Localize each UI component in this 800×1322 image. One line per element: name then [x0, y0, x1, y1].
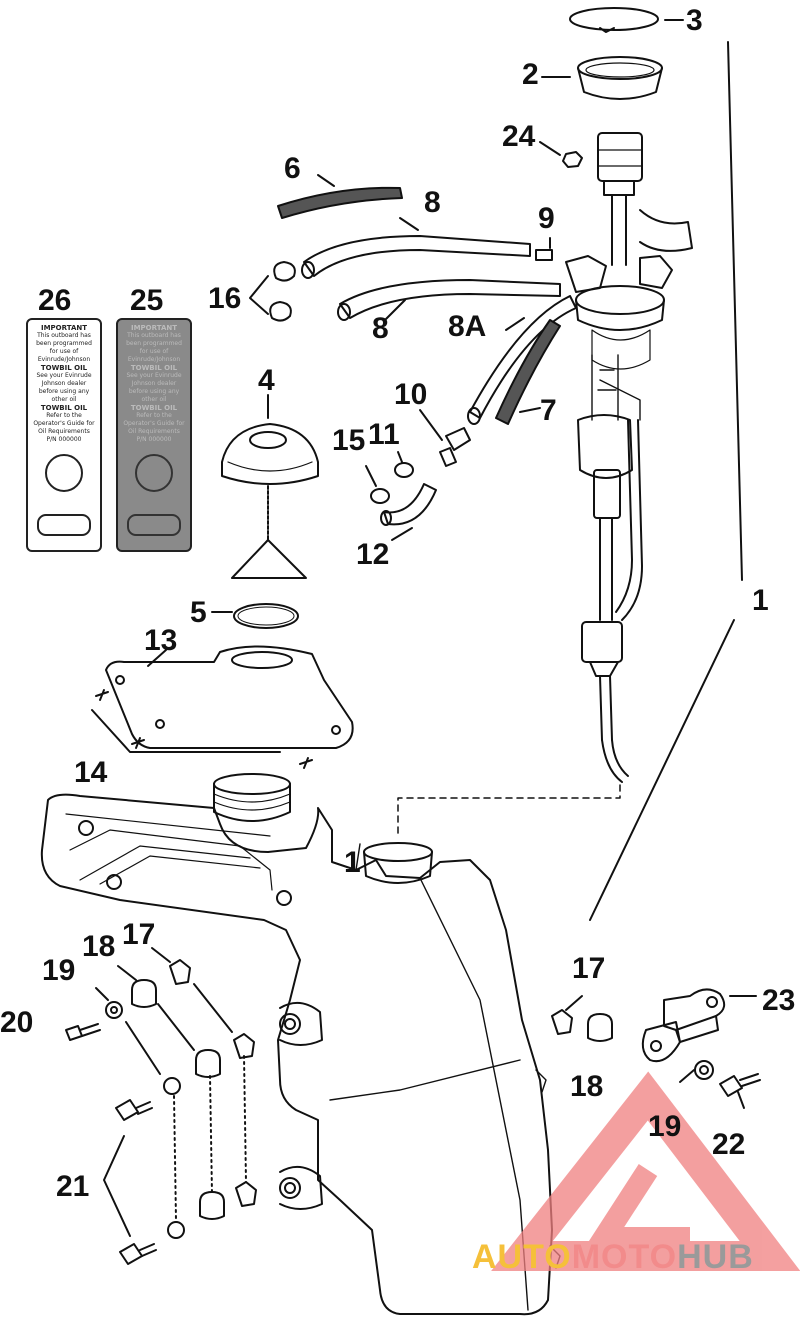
callout-14: 14 — [74, 756, 108, 789]
decal-line: This outboard has — [37, 332, 91, 339]
callout-17-right: 17 — [572, 952, 606, 985]
watermark-hub: HUB — [677, 1238, 754, 1276]
decal-line: Evinrude/Johnson — [127, 356, 181, 363]
callout-8: 8 — [424, 186, 441, 219]
decal-line: See your Evinrude — [36, 372, 92, 379]
decal-line: TOWBIL OIL — [130, 364, 178, 372]
right-mount-hardware — [551, 988, 761, 1109]
decal-line: before using any — [38, 388, 90, 395]
oil-tank-part — [40, 773, 561, 1316]
callout-1-tank: 1 — [344, 846, 361, 879]
decal-line: IMPORTANT — [40, 324, 87, 332]
callout-9: 9 — [538, 202, 555, 235]
alignment-dashed-line — [397, 784, 621, 839]
callout-16: 16 — [208, 282, 242, 315]
callout-19-right: 19 — [648, 1110, 682, 1143]
decal-line: other oil — [141, 396, 167, 403]
callout-19-left: 19 — [42, 954, 76, 987]
decal-line: Refer to the — [46, 412, 82, 419]
decal-line: This outboard has — [127, 332, 181, 339]
left-mount-hardware — [65, 947, 257, 1265]
callout-7: 7 — [540, 394, 557, 427]
watermark-moto: MOTO — [571, 1238, 678, 1276]
fuel-pump-assembly — [565, 132, 693, 783]
decal-line: Evinrude/Johnson — [37, 356, 91, 363]
hose-clamp-part — [249, 261, 296, 322]
callout-4: 4 — [258, 364, 275, 397]
callout-8a: 8A — [448, 310, 487, 343]
decal-line: TOWBIL OIL — [40, 364, 88, 372]
clamp-11-part — [394, 451, 414, 478]
decal-line: P/N 000000 — [46, 436, 82, 443]
callout-18-right: 18 — [570, 1070, 604, 1103]
decal-line: Johnson dealer — [41, 380, 87, 387]
callout-13: 13 — [144, 624, 178, 657]
oil-warning-decal-gray: IMPORTANT This outboard has been program… — [116, 318, 192, 552]
decal-slot — [127, 514, 181, 536]
nut-part — [539, 141, 583, 168]
decal-line: P/N 000000 — [136, 436, 172, 443]
fuel-cup-seal-part — [541, 56, 663, 100]
callout-18-left: 18 — [82, 930, 116, 963]
callout-25: 25 — [130, 284, 164, 317]
retaining-ring-part — [569, 7, 684, 33]
decal-line: Operator's Guide for — [33, 420, 95, 427]
fuel-hose-part — [301, 217, 561, 321]
decal-line: TOWBIL OIL — [130, 404, 178, 412]
decal-line: Oil Requirements — [38, 428, 90, 435]
callout-22: 22 — [712, 1128, 746, 1161]
elbow-hose-part — [380, 483, 437, 541]
fitting-10-part — [419, 409, 471, 467]
decal-line: Oil Requirements — [128, 428, 180, 435]
callout-15: 15 — [332, 424, 366, 457]
callout-24: 24 — [502, 120, 536, 153]
callout-12: 12 — [356, 538, 390, 571]
leader-line — [589, 619, 735, 921]
decal-hole — [45, 454, 83, 492]
watermark-triangle-logo — [491, 1071, 800, 1271]
decal-slot — [37, 514, 91, 536]
callout-21: 21 — [56, 1170, 90, 1203]
decal-line: been programmed — [126, 340, 182, 347]
decal-line: for use of — [49, 348, 79, 355]
callout-20: 20 — [0, 1006, 34, 1039]
callout-11: 11 — [368, 418, 400, 451]
callout-3: 3 — [686, 4, 703, 37]
decal-line: See your Evinrude — [126, 372, 182, 379]
callout-26: 26 — [38, 284, 72, 317]
decal-line: Operator's Guide for — [123, 420, 185, 427]
decal-line: TOWBIL OIL — [40, 404, 88, 412]
mounting-bracket-part — [91, 645, 354, 769]
decal-line: been programmed — [36, 340, 92, 347]
oil-warning-decal-white: IMPORTANT This outboard has been program… — [26, 318, 102, 552]
callout-6: 6 — [284, 152, 301, 185]
o-ring-part — [211, 603, 299, 629]
watermark-auto: AUTO — [472, 1238, 572, 1276]
clamp-15-part — [365, 465, 390, 504]
callout-8-lower: 8 — [372, 312, 389, 345]
decal-line: IMPORTANT — [130, 324, 177, 332]
callout-2: 2 — [522, 58, 539, 91]
decal-line: before using any — [128, 388, 180, 395]
fitting-part — [535, 237, 553, 261]
mesh-sleeve-7-part — [495, 319, 561, 425]
callout-5: 5 — [190, 596, 207, 629]
callout-1-right: 1 — [752, 584, 769, 617]
callout-10: 10 — [394, 378, 428, 411]
decal-line: other oil — [51, 396, 77, 403]
filler-cap-part — [221, 394, 319, 579]
leader-line — [727, 41, 743, 581]
decal-hole — [135, 454, 173, 492]
decal-line: for use of — [139, 348, 169, 355]
callout-17-left: 17 — [122, 918, 156, 951]
watermark-text: AUTOMOTOHUB — [472, 1238, 754, 1277]
callout-23: 23 — [762, 984, 796, 1017]
mesh-sleeve-part — [277, 174, 403, 219]
decal-line: Refer to the — [136, 412, 172, 419]
decal-line: Johnson dealer — [131, 380, 177, 387]
